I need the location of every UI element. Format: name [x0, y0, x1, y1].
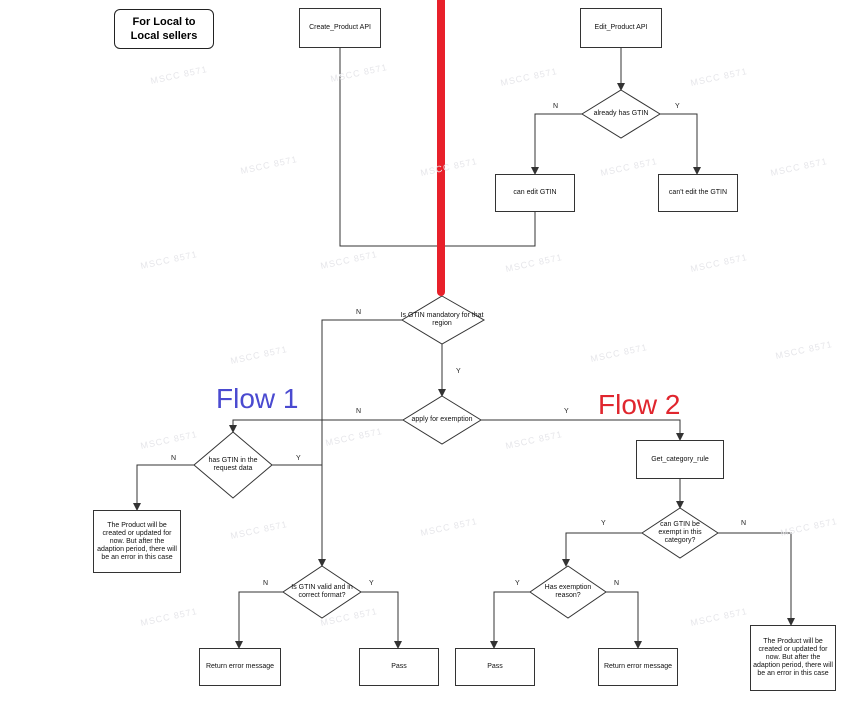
decision-valid-shape [282, 565, 362, 619]
decision-can-exempt-shape [641, 507, 719, 559]
edge-label-mandatory-n: N [356, 309, 362, 316]
edge-exemption-y [481, 419, 684, 441]
edge-valid-n [235, 591, 283, 649]
edge-hasreason-y [490, 591, 530, 649]
edge-hasgtin-n [531, 113, 582, 175]
edge-canedit-to-merge [440, 212, 536, 247]
pass-box-right: Pass [455, 648, 535, 686]
edge-label-has-reason-n: N [614, 580, 620, 587]
edge-label-exemption-n: N [356, 408, 362, 415]
edge-canexempt-n [718, 532, 795, 626]
edge-label-valid-n: N [263, 580, 269, 587]
edge-valid-y [361, 591, 402, 649]
edge-label-has-gtin-y: Y [675, 103, 680, 110]
decision-mandatory-shape [401, 295, 486, 345]
return-error-box-left: Return error message [199, 648, 281, 686]
edge-mandatory-n [318, 319, 402, 567]
cant-edit-gtin-box: can't edit the GTIN [658, 174, 738, 212]
decision-has-gtin-shape [581, 89, 661, 139]
decision-has-reason: Has exemption reason? [544, 584, 592, 599]
decision-apply-exemption: apply for exemption [411, 416, 473, 423]
edge-hasgtin-y [660, 113, 701, 175]
edge-label-has-reason-y: Y [515, 580, 520, 587]
create-product-api-box: Create_Product API [299, 8, 381, 48]
edge-exemption-n [229, 419, 403, 433]
edge-label-in-request-y: Y [296, 455, 301, 462]
flow-1-label: Flow 1 [216, 383, 299, 414]
get-category-rule-box: Get_category_rule [636, 440, 724, 479]
decision-gtin-in-request: has GTIN in the request data [208, 457, 258, 472]
edge-inrequest-n [133, 464, 194, 511]
edge-label-can-exempt-y: Y [601, 520, 606, 527]
edge-label-in-request-n: N [171, 455, 177, 462]
warning-box-right: The Product will be created or updated f… [750, 625, 836, 691]
warning-box-left: The Product will be created or updated f… [93, 510, 181, 573]
edge-label-has-gtin-n: N [553, 103, 559, 110]
diagram-title: For Local to Local sellers [114, 9, 214, 49]
edge-label-exemption-y: Y [564, 408, 569, 415]
decision-in-request-shape [193, 431, 273, 499]
edge-canexempt-y [562, 532, 642, 567]
edge-label-can-exempt-n: N [741, 520, 747, 527]
flow-2-label: Flow 2 [598, 389, 681, 420]
edge-hasreason-n [606, 591, 642, 649]
decision-can-exempt: can GTIN be exempt in this category? [658, 521, 702, 544]
edit-product-api-box: Edit_Product API [580, 8, 662, 48]
decision-has-reason-shape [529, 565, 607, 619]
pass-box-left: Pass [359, 648, 439, 686]
edge-label-valid-y: Y [369, 580, 374, 587]
edge-label-mandatory-y: Y [456, 368, 461, 375]
decision-gtin-mandatory: Is GTIN mandatory for that region [400, 312, 484, 327]
edge-create-to-merge [339, 40, 440, 247]
decision-exemption-shape [402, 395, 482, 445]
return-error-box-right: Return error message [598, 648, 678, 686]
can-edit-gtin-box: can edit GTIN [495, 174, 575, 212]
decision-has-gtin: already has GTIN [593, 110, 649, 117]
decision-gtin-valid: Is GTIN valid and in correct format? [291, 584, 353, 599]
